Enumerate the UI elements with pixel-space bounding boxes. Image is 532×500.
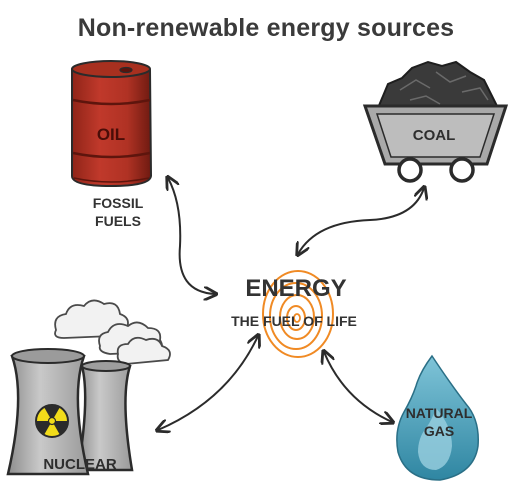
gas-flame-icon	[396, 354, 479, 481]
center-subheading: THE FUEL OF LIFE	[231, 313, 357, 329]
arrow-energy-oil	[168, 178, 215, 294]
arrow-energy-gas	[324, 352, 392, 422]
gas-label-line2: GAS	[424, 423, 454, 439]
nuclear-plant-icon	[6, 299, 171, 476]
fossil-fuels-caption-line1: FOSSIL	[93, 195, 144, 211]
coal-cart-icon: COAL	[362, 60, 509, 183]
nuclear-label: NUCLEAR	[43, 456, 116, 473]
page-title: Non-renewable energy sources	[77, 14, 455, 42]
energy-spiral-icon	[262, 270, 334, 358]
gas-label-line1: NATURAL	[406, 405, 473, 421]
fossil-fuels-caption-line2: FUELS	[95, 213, 141, 229]
arrow-energy-coal	[298, 188, 424, 254]
center-heading: ENERGY	[245, 275, 346, 302]
oil-barrel-icon: OIL	[71, 60, 153, 188]
coal-label: COAL	[413, 127, 456, 144]
oil-barrel-label: OIL	[97, 125, 125, 144]
arrow-energy-nuclear	[158, 336, 258, 430]
